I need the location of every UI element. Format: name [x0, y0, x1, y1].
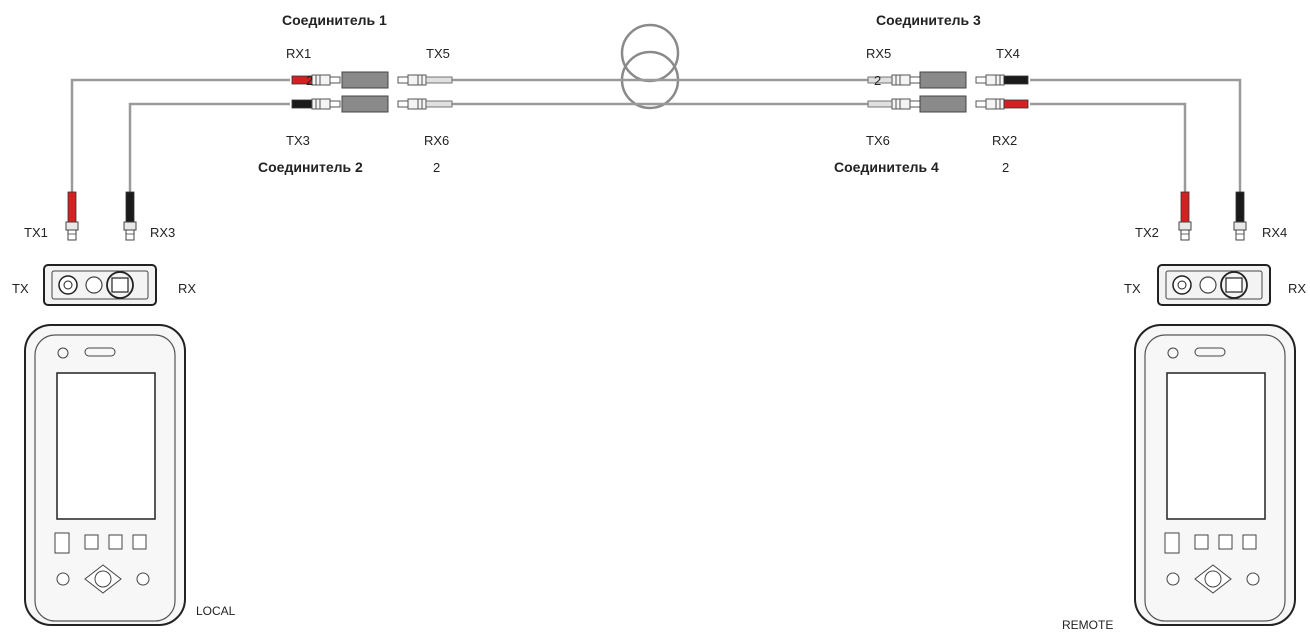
fiber-spool	[620, 23, 680, 110]
label-tx4: TX4	[996, 46, 1020, 61]
mark-rx2: 2	[1002, 160, 1009, 175]
connector-rx2-plug	[975, 98, 1029, 110]
connector-tx5-plug	[397, 74, 453, 86]
local-rx-label: RX	[178, 281, 196, 296]
local-tx-label: TX	[12, 281, 29, 296]
connector-4-title: Соединитель 4	[834, 159, 939, 175]
label-rx2: RX2	[992, 133, 1017, 148]
adapter-connector-3	[919, 71, 967, 89]
remote-tester-device	[1134, 324, 1296, 626]
label-rx6: RX6	[424, 133, 449, 148]
connector-1-title: Соединитель 1	[282, 12, 387, 28]
local-port-panel	[43, 264, 157, 306]
connector-rx1-plug	[291, 74, 341, 86]
label-tx2: TX2	[1135, 225, 1159, 240]
remote-port-panel	[1157, 264, 1271, 306]
cable-bottom-right	[1030, 102, 1187, 192]
label-rx5: RX5	[866, 46, 891, 61]
label-tx6: TX6	[866, 133, 890, 148]
local-device-name: LOCAL	[196, 604, 236, 618]
mark-rx6: 2	[433, 160, 440, 175]
fiber-cables	[70, 78, 1242, 192]
label-rx4: RX4	[1262, 225, 1287, 240]
label-tx3: TX3	[286, 133, 310, 148]
local-tester-device	[24, 324, 186, 626]
label-rx3: RX3	[150, 225, 175, 240]
cable-top-right	[1030, 78, 1242, 192]
connector-tx6-plug	[867, 98, 921, 110]
connector-3-title: Соединитель 3	[876, 12, 981, 28]
label-rx1: RX1	[286, 46, 311, 61]
connector-2-title: Соединитель 2	[258, 159, 363, 175]
cable-bottom-left	[128, 102, 290, 192]
connector-tx4-plug	[975, 74, 1029, 86]
adapter-connector-1	[341, 71, 389, 89]
connector-rx6-plug	[397, 98, 453, 110]
connector-tx3-plug	[291, 98, 341, 110]
remote-tx-label: TX	[1124, 281, 1141, 296]
plug-rx3	[123, 191, 137, 241]
mark-rx1: 2	[306, 73, 313, 88]
label-tx5: TX5	[426, 46, 450, 61]
mark-rx5: 2	[874, 73, 881, 88]
plug-tx1	[65, 191, 79, 241]
plug-tx2	[1178, 191, 1192, 241]
remote-rx-label: RX	[1288, 281, 1306, 296]
cable-top-left	[70, 78, 290, 192]
label-tx1: TX1	[24, 225, 48, 240]
plug-rx4	[1233, 191, 1247, 241]
remote-device-name: REMOTE	[1062, 618, 1113, 632]
adapter-connector-4	[919, 95, 967, 113]
adapter-connector-2	[341, 95, 389, 113]
connector-rx5-plug	[867, 74, 921, 86]
